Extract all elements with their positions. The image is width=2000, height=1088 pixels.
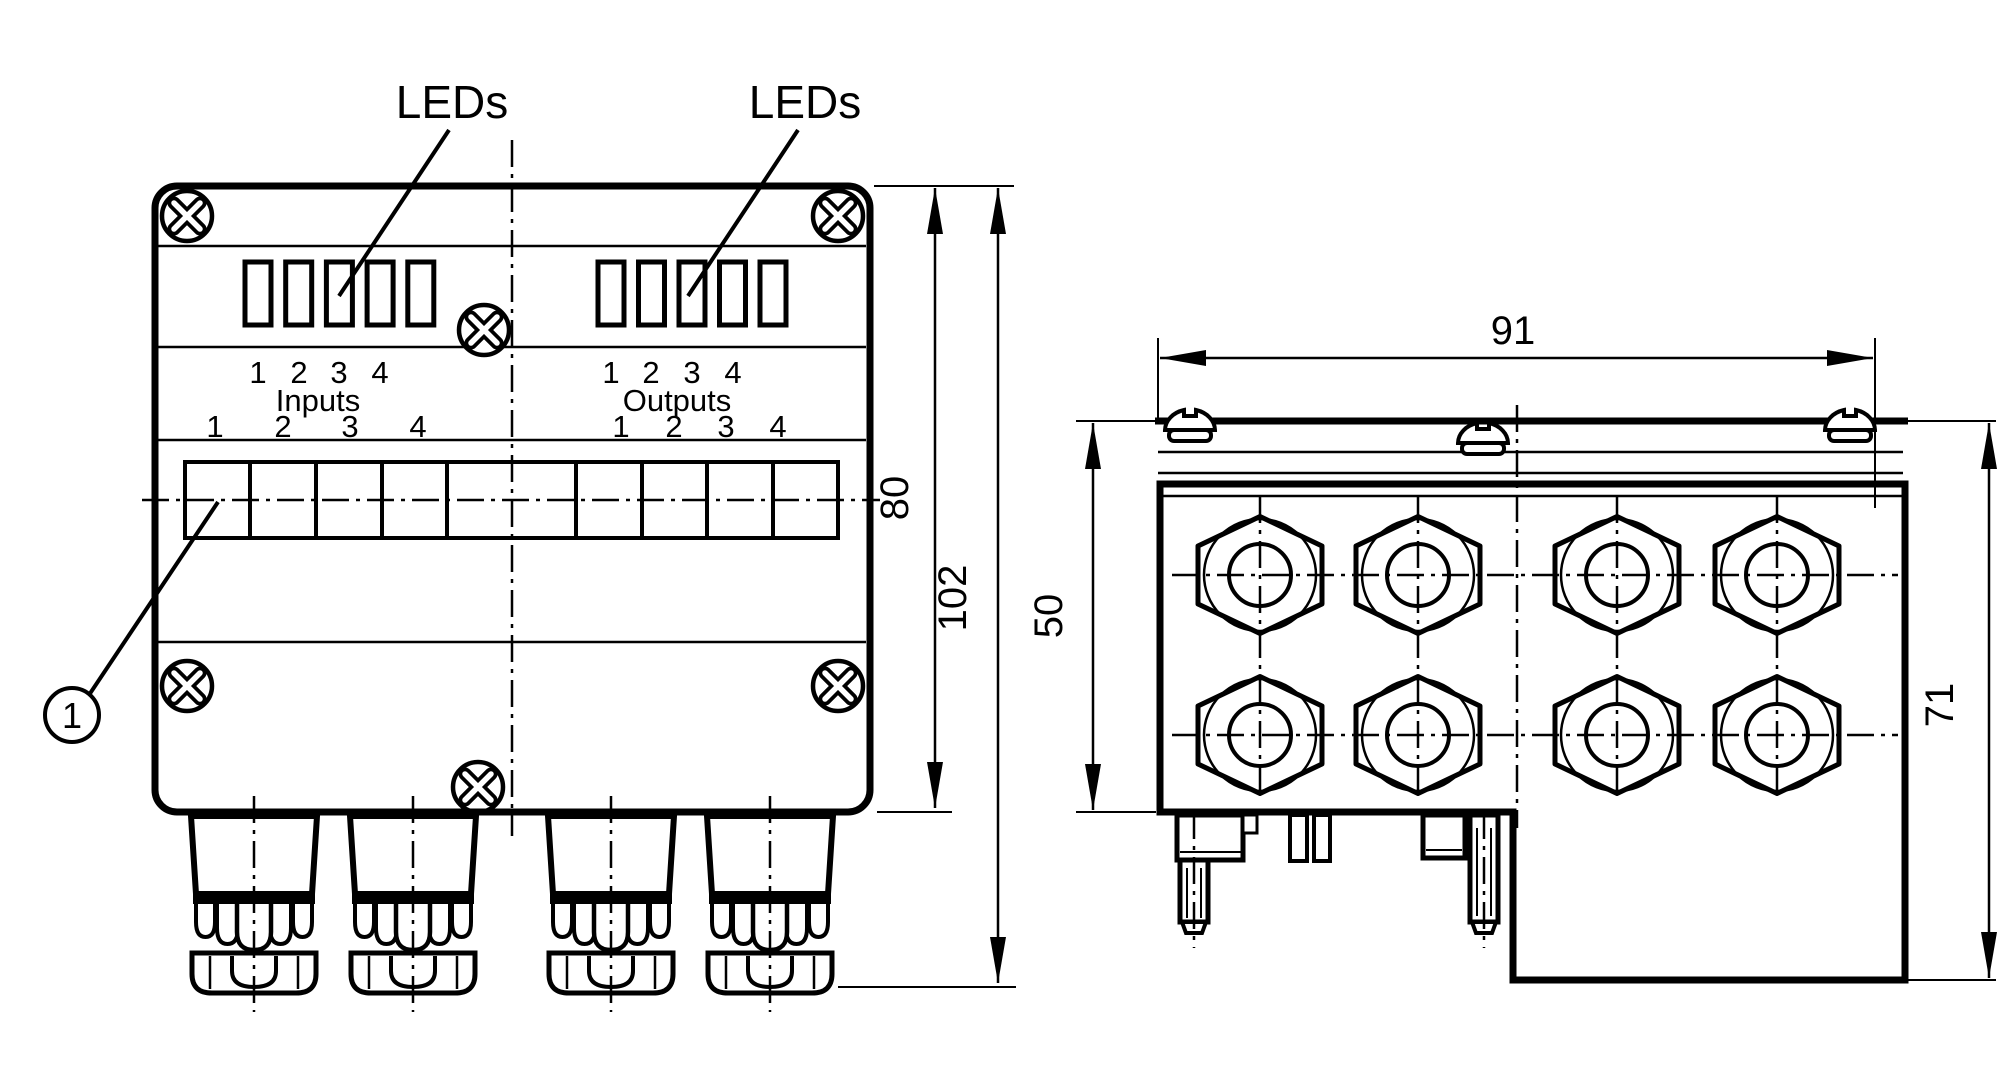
led-slot: [676, 259, 708, 328]
side-view: 91 50 71: [1027, 309, 1997, 984]
led-number: 4: [724, 355, 741, 390]
led-slots-outputs: [595, 259, 789, 328]
screw-bottom-left: [162, 661, 212, 711]
dim-102-text: 102: [931, 565, 975, 632]
dim-50-text: 50: [1027, 594, 1071, 639]
led-slot: [323, 259, 355, 328]
callout-terminal: 1: [43, 500, 220, 744]
dimension-80: 80: [873, 185, 1014, 813]
led-number: 2: [290, 355, 307, 390]
screw-top-left: [162, 191, 212, 241]
led-number: 3: [683, 355, 700, 390]
terminal-number: 2: [665, 409, 682, 444]
dim-91-text: 91: [1491, 309, 1536, 353]
screw-top-right: [813, 191, 863, 241]
terminal-number: 4: [409, 409, 426, 444]
led-slot: [242, 259, 274, 328]
inputs-label: Inputs: [276, 383, 360, 418]
led-slot: [283, 259, 315, 328]
dimension-71: 71: [1907, 420, 1997, 981]
dimension-91: 91: [1157, 309, 1876, 508]
dimension-50: 50: [1027, 420, 1156, 813]
leds-leader-left: [337, 128, 451, 298]
led-slot: [405, 259, 437, 328]
plate-screw-middle: [1456, 421, 1510, 456]
dimension-102: 102: [838, 188, 1016, 988]
terminal-number: 2: [274, 409, 291, 444]
foot-bracket-left: [1174, 812, 1246, 863]
callout-circle: [43, 686, 101, 744]
leds-leader-right: [686, 128, 800, 298]
leds-label-right: LEDs: [749, 76, 861, 128]
cable-gland-1: [191, 796, 317, 1012]
terminal-number: 4: [769, 409, 786, 444]
led-slots-inputs: [242, 259, 437, 328]
cable-gland-4: [707, 796, 833, 1012]
led-slot: [636, 259, 667, 328]
middle-pin-2: [1312, 813, 1332, 863]
led-slot: [595, 259, 627, 328]
callout-leader: [87, 500, 220, 697]
terminal-number: 3: [717, 409, 734, 444]
screw-bottom-middle: [453, 762, 503, 812]
outputs-label: Outputs: [623, 383, 732, 418]
terminal-number: 3: [341, 409, 358, 444]
terminal-numbers: 1 2 3 4 1 2 3 4: [206, 409, 786, 444]
screw-bottom-right: [813, 661, 863, 711]
dim-71-text: 71: [1918, 683, 1962, 728]
leds-label-left: LEDs: [396, 76, 508, 128]
terminal-number: 1: [612, 409, 629, 444]
led-slot: [364, 259, 396, 328]
led-number: 1: [249, 355, 266, 390]
led-numbers: 1 2 3 4 1 2 3 4: [249, 355, 741, 390]
led-number: 4: [371, 355, 388, 390]
led-number: 2: [642, 355, 659, 390]
dim-80-text: 80: [873, 476, 917, 521]
led-number: 3: [330, 355, 347, 390]
led-number: 1: [602, 355, 619, 390]
led-slot: [757, 259, 789, 328]
led-slot: [717, 259, 748, 328]
front-view: 1 2 3 4 1 2 3 4 Inputs Outputs 1 2 3 4 1…: [43, 76, 1016, 1012]
middle-pin-1: [1288, 813, 1309, 863]
callout-number: 1: [62, 695, 82, 736]
plate-screw-right: [1823, 408, 1877, 443]
mounting-feet: [1174, 812, 1501, 948]
foot-bracket-right: [1420, 812, 1468, 861]
cable-gland-2: [350, 796, 476, 1012]
body-outline: [1156, 480, 1909, 984]
terminal-number: 1: [206, 409, 223, 444]
plate-screw-left: [1163, 408, 1217, 443]
cable-gland-3: [548, 796, 674, 1012]
screw-top-middle: [459, 305, 509, 355]
foot-step-left: [1241, 813, 1259, 835]
